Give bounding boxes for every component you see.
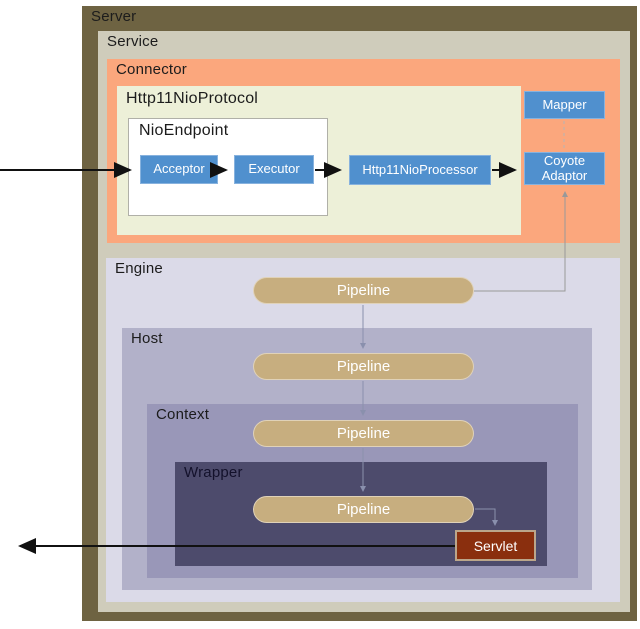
server-container: Server Service Connector Http11NioProtoc… [82, 6, 637, 621]
context-container: Context Pipeline Wrapper Pipeline Servle… [147, 404, 578, 578]
context-pipeline: Pipeline [253, 420, 474, 447]
engine-pipeline-label: Pipeline [336, 282, 391, 299]
http11nioprotocol-label: Http11NioProtocol [126, 90, 259, 107]
http11nioprotocol-container: Http11NioProtocol NioEndpoint Acceptor E… [117, 86, 521, 235]
engine-container: Engine Pipeline Host Pipeline Context Pi… [106, 258, 620, 602]
service-container: Service Connector Http11NioProtocol NioE… [98, 31, 630, 612]
servlet-node: Servlet [455, 530, 536, 561]
servlet-label: Servlet [473, 537, 518, 554]
service-label: Service [107, 33, 159, 50]
wrapper-label: Wrapper [184, 464, 243, 481]
engine-label: Engine [115, 260, 163, 277]
nioendpoint-label: NioEndpoint [139, 122, 229, 139]
host-pipeline: Pipeline [253, 353, 474, 380]
wrapper-pipeline-label: Pipeline [336, 501, 391, 518]
acceptor-label: Acceptor [153, 161, 205, 177]
http11nioprocessor-node: Http11NioProcessor [349, 155, 491, 185]
wrapper-container: Wrapper Pipeline Servlet [175, 462, 547, 566]
coyote-adaptor-node: Coyote Adaptor [524, 152, 605, 185]
nioendpoint-container: NioEndpoint Acceptor Executor [128, 118, 328, 216]
http11nioprocessor-label: Http11NioProcessor [362, 161, 478, 177]
host-container: Host Pipeline Context Pipeline Wrapper P… [122, 328, 592, 590]
executor-label: Executor [248, 161, 300, 177]
host-label: Host [131, 330, 163, 347]
engine-pipeline: Pipeline [253, 277, 474, 304]
context-label: Context [156, 406, 210, 423]
mapper-label: Mapper [542, 96, 587, 112]
connector-container: Connector Http11NioProtocol NioEndpoint … [107, 59, 620, 243]
executor-node: Executor [234, 155, 314, 184]
coyote-adaptor-label: Coyote Adaptor [541, 152, 588, 183]
server-label: Server [91, 8, 137, 25]
connector-label: Connector [116, 61, 188, 78]
wrapper-pipeline: Pipeline [253, 496, 474, 523]
acceptor-node: Acceptor [140, 155, 218, 184]
host-pipeline-label: Pipeline [336, 358, 391, 375]
context-pipeline-label: Pipeline [336, 425, 391, 442]
mapper-node: Mapper [524, 91, 605, 119]
